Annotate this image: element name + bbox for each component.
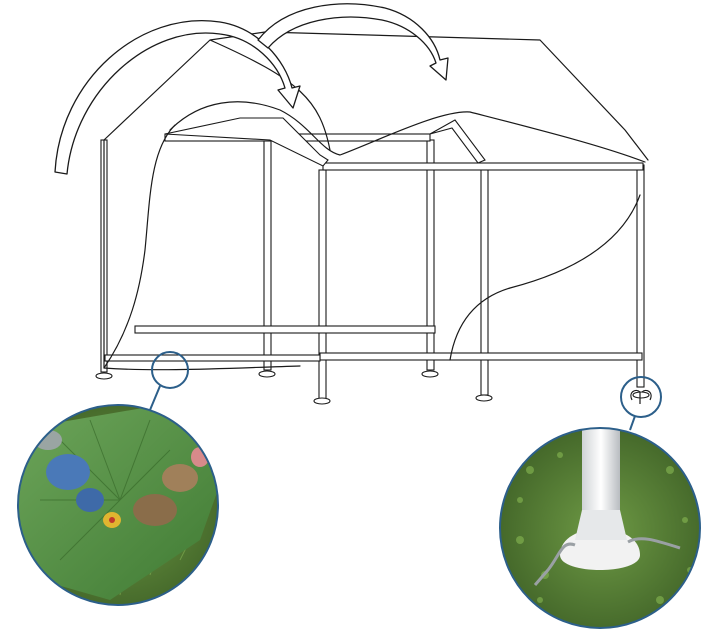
ground-stake-left bbox=[533, 542, 576, 586]
detail-ring-right bbox=[499, 427, 701, 629]
stake-hook-icon bbox=[630, 389, 652, 404]
cover-left-drape bbox=[103, 124, 176, 369]
stone-blue-2 bbox=[76, 488, 104, 512]
callout-leader-left bbox=[149, 385, 161, 411]
frame-bottom-rails bbox=[104, 325, 643, 362]
callout-leader-right bbox=[629, 415, 636, 431]
ground-stake-right bbox=[627, 537, 681, 550]
callout-marker-left bbox=[151, 351, 189, 389]
carport-frame bbox=[95, 117, 650, 405]
cover-right-drape bbox=[449, 194, 641, 361]
cover-roof-edge bbox=[169, 101, 646, 163]
cover-pull-arrow-right bbox=[257, 3, 449, 81]
stones-weighting-tarp-detail bbox=[18, 405, 218, 605]
frame-feet bbox=[95, 370, 650, 405]
cover-left-flap bbox=[103, 31, 649, 371]
callout-marker-right bbox=[620, 376, 662, 418]
green-tarp bbox=[18, 405, 218, 600]
cover-pull-arrow-left bbox=[54, 20, 301, 175]
stone-brown-2 bbox=[162, 464, 198, 492]
ground-stake-foot-detail bbox=[500, 428, 700, 628]
detail-ring-left bbox=[17, 404, 219, 606]
frame-top-rails bbox=[164, 117, 644, 171]
stone-brown-1 bbox=[133, 494, 177, 526]
stone-blue-1 bbox=[46, 454, 90, 490]
carport-cover bbox=[103, 31, 649, 371]
